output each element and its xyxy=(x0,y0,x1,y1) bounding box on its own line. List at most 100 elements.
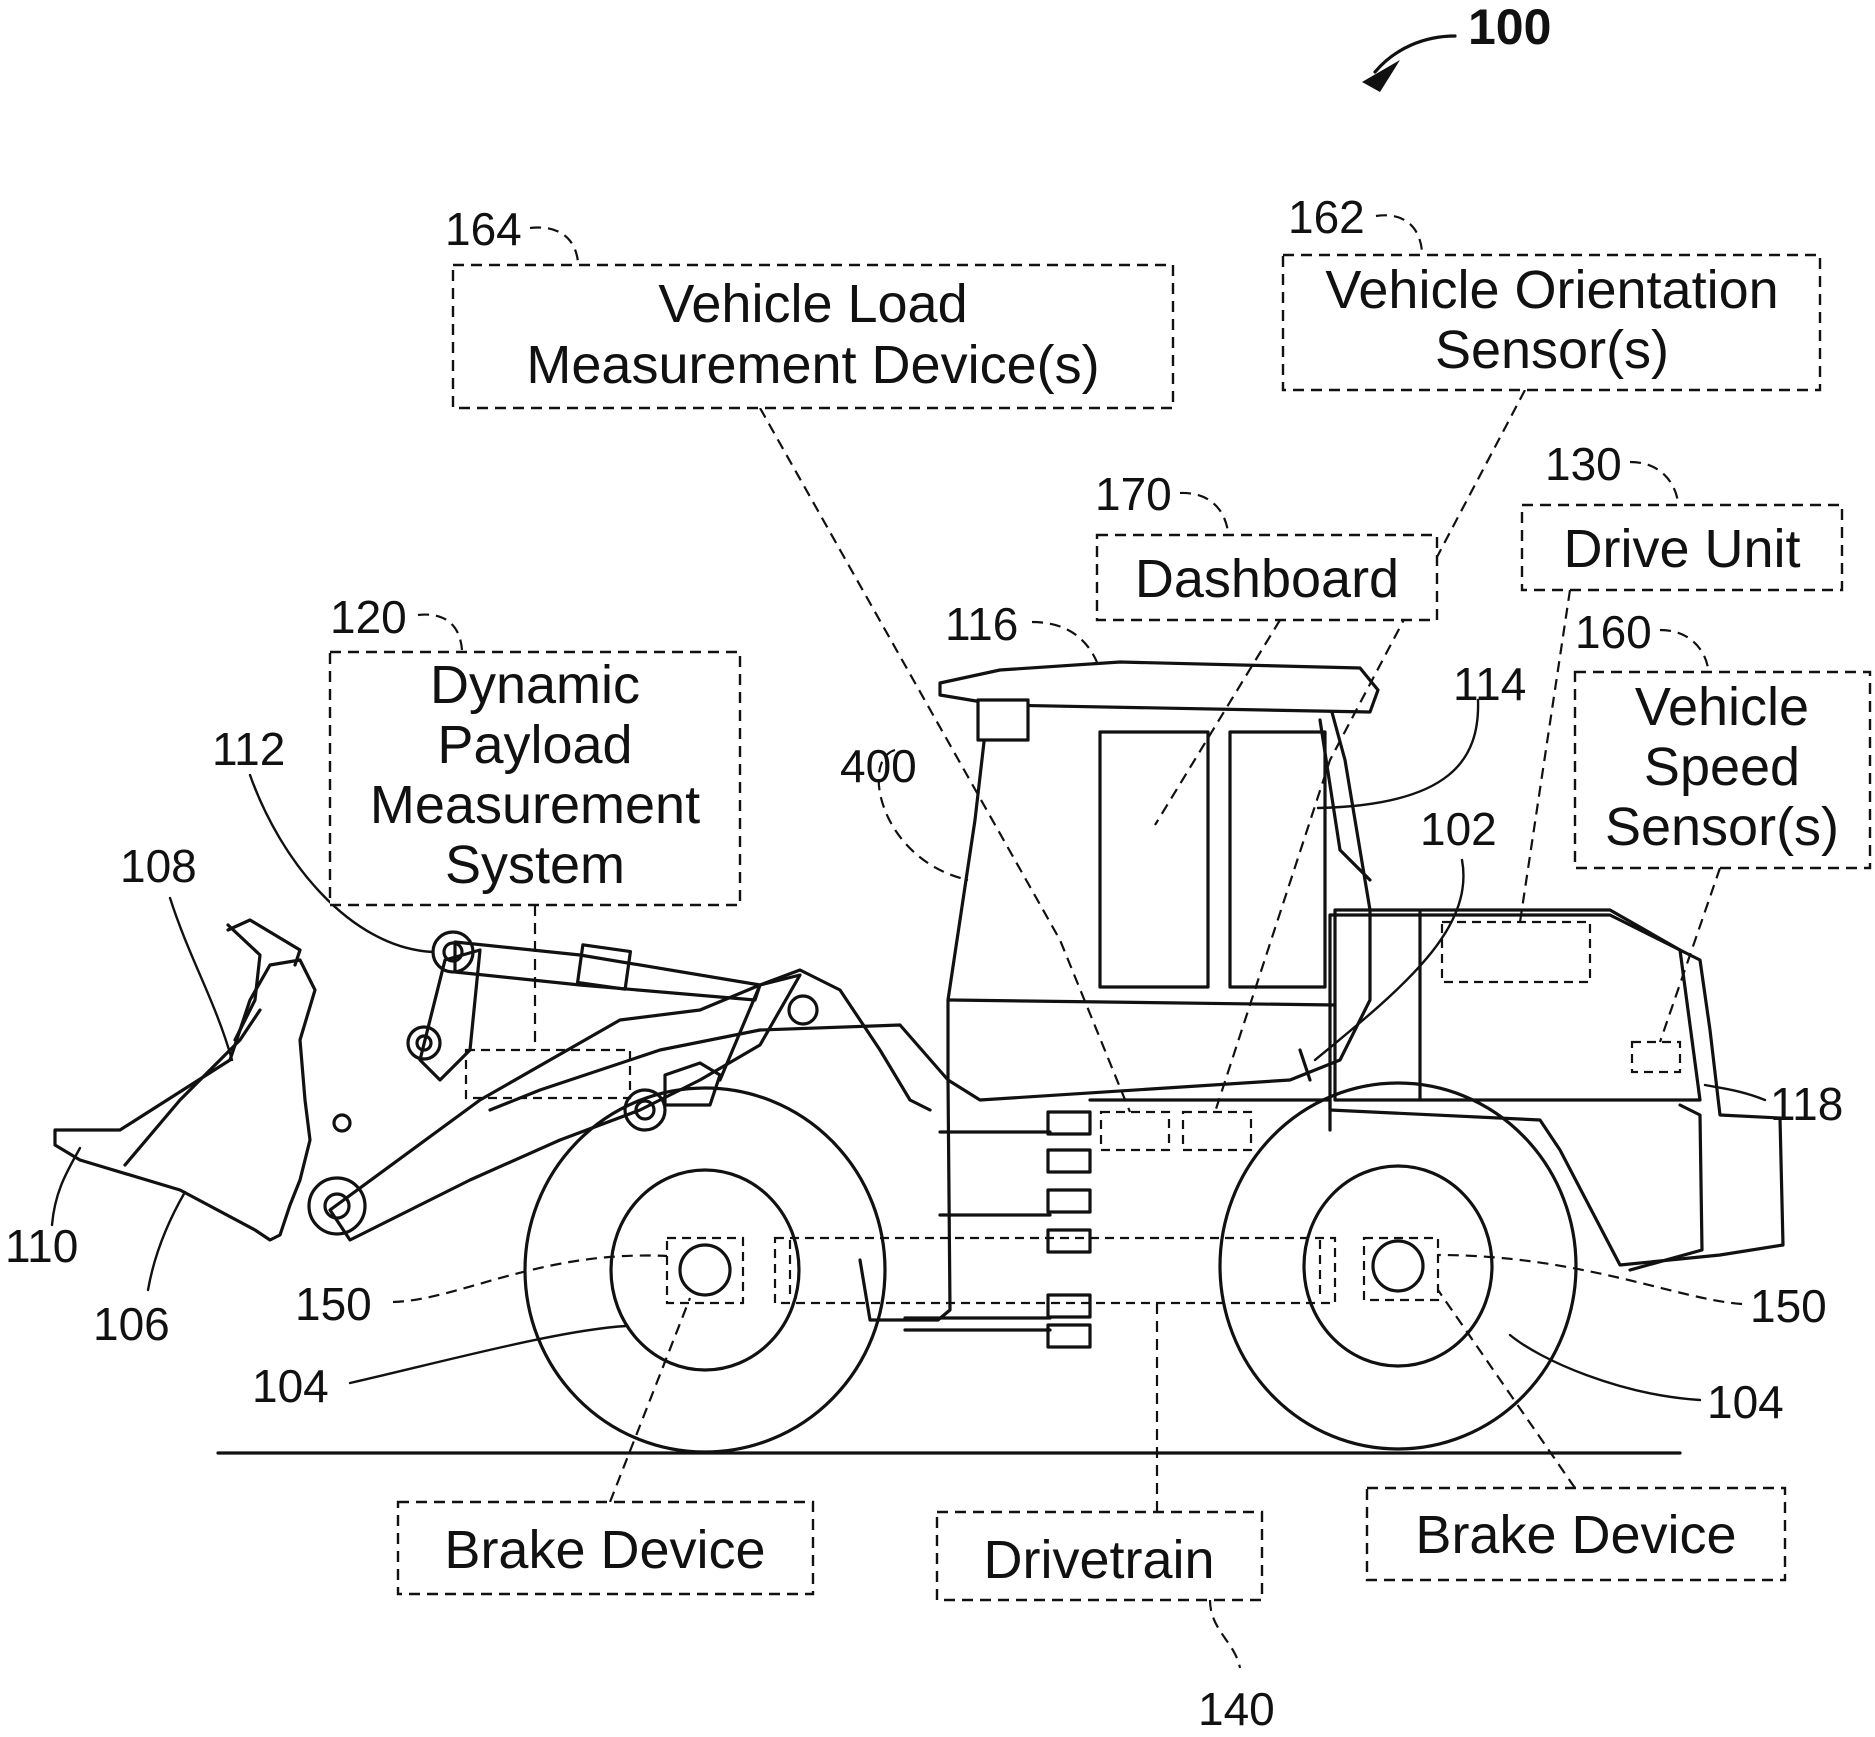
loader-arm xyxy=(330,975,800,1240)
link-pivot-1 xyxy=(433,932,473,972)
ref-108: 108 xyxy=(120,840,197,892)
leader-118 xyxy=(1705,1085,1765,1100)
leader-108 xyxy=(170,898,232,1060)
box-drivetrain: Drivetrain xyxy=(937,1512,1262,1600)
leader-dashboard xyxy=(1155,620,1280,825)
front-wheel xyxy=(525,1088,885,1452)
cab-window-front xyxy=(1100,732,1208,987)
figure-arrow xyxy=(1375,36,1455,72)
leader-104-right xyxy=(1510,1335,1700,1400)
leader-drive-unit xyxy=(1520,590,1570,922)
rear-tire-outer xyxy=(1220,1083,1576,1449)
load-device-unit xyxy=(1101,1112,1169,1150)
box-orientation-sensor: Vehicle Orientation Sensor(s) xyxy=(1283,255,1820,390)
box-drive-unit-label: Drive Unit xyxy=(1563,519,1800,579)
box-drive-unit: Drive Unit xyxy=(1522,505,1842,590)
bucket-back xyxy=(228,920,300,965)
rear-fender xyxy=(1330,915,1783,1265)
leader-162 xyxy=(1376,215,1422,252)
ref-104-right: 104 xyxy=(1707,1376,1784,1428)
box-speed-sensor-line1: Vehicle xyxy=(1635,677,1809,737)
leader-106 xyxy=(148,1192,185,1290)
drivetrain-shaft xyxy=(775,1238,1335,1303)
box-dashboard-label: Dashboard xyxy=(1135,549,1399,609)
ref-106: 106 xyxy=(93,1298,170,1350)
axle-block-2 xyxy=(1048,1150,1090,1172)
box-speed-sensor-line2: Speed xyxy=(1644,737,1800,797)
ref-114: 114 xyxy=(1453,658,1526,710)
cab-floor xyxy=(950,1000,1335,1005)
counterweight xyxy=(1630,1105,1702,1270)
axle-block-6 xyxy=(1048,1325,1090,1347)
speed-sensor-unit xyxy=(1632,1042,1680,1072)
ref-170: 170 xyxy=(1095,468,1172,520)
leader-120 xyxy=(418,615,462,650)
leader-164 xyxy=(530,227,578,262)
box-payload-system-line1: Dynamic xyxy=(430,655,640,715)
ref-120: 120 xyxy=(330,591,407,643)
box-payload-system-line4: System xyxy=(445,835,625,895)
rear-wheel xyxy=(1220,1083,1576,1449)
figure-number: 100 xyxy=(1468,0,1551,55)
figure-number-group: 100 xyxy=(1362,0,1551,92)
box-payload-system-line3: Measurement xyxy=(370,775,700,835)
ref-112: 112 xyxy=(212,723,285,775)
ref-162: 162 xyxy=(1288,191,1365,243)
ref-118: 118 xyxy=(1770,1078,1843,1130)
axle-block-3 xyxy=(1048,1190,1090,1212)
box-orientation-sensor-line2: Sensor(s) xyxy=(1435,320,1669,380)
ref-140: 140 xyxy=(1198,1683,1275,1735)
beacon xyxy=(978,700,1028,740)
ref-150-right: 150 xyxy=(1750,1280,1827,1332)
wheel-loader xyxy=(55,662,1783,1452)
bucket-pin xyxy=(334,1115,350,1131)
box-brake-left-label: Brake Device xyxy=(444,1520,765,1580)
cylinder-body xyxy=(578,945,631,989)
ref-150-left: 150 xyxy=(295,1278,372,1330)
ref-160: 160 xyxy=(1575,606,1652,658)
loader-tower xyxy=(720,970,930,1110)
ref-164: 164 xyxy=(445,203,522,255)
box-load-device-line2: Measurement Device(s) xyxy=(526,335,1099,395)
ref-400: 400 xyxy=(840,740,917,792)
leader-150-left xyxy=(393,1256,667,1302)
box-orientation-sensor-line1: Vehicle Orientation xyxy=(1325,260,1778,320)
tilt-link xyxy=(420,950,480,1080)
payload-unit xyxy=(466,1050,630,1098)
box-brake-right-label: Brake Device xyxy=(1415,1505,1736,1565)
axle-block-1 xyxy=(1048,1112,1090,1134)
rear-tire-inner xyxy=(1304,1166,1492,1366)
leader-170 xyxy=(1180,493,1228,532)
leader-160 xyxy=(1660,630,1708,668)
ref-116: 116 xyxy=(945,598,1018,650)
rear-hub xyxy=(1373,1241,1423,1291)
cab-frame xyxy=(948,690,1370,1100)
orientation-sensor-unit xyxy=(1183,1112,1251,1150)
front-tire-inner xyxy=(611,1170,799,1370)
box-brake-left: Brake Device xyxy=(398,1502,813,1594)
leader-110 xyxy=(52,1148,80,1225)
lift-cylinder xyxy=(455,942,760,1000)
box-load-device-line1: Vehicle Load xyxy=(658,274,967,334)
leader-brake-right xyxy=(1438,1290,1575,1488)
leader-150-right xyxy=(1438,1255,1742,1304)
axle-block-4 xyxy=(1048,1230,1090,1252)
drive-unit-component xyxy=(1442,922,1590,982)
box-brake-right: Brake Device xyxy=(1367,1488,1785,1580)
frame-rear-lower xyxy=(1090,1100,1330,1130)
cab-window-rear xyxy=(1230,732,1325,987)
ref-104-left: 104 xyxy=(252,1360,329,1412)
front-brake-box xyxy=(667,1238,743,1303)
box-drivetrain-label: Drivetrain xyxy=(983,1530,1214,1590)
front-hub xyxy=(680,1245,730,1295)
box-speed-sensor-line3: Sensor(s) xyxy=(1605,797,1839,857)
arm-pivot-1 xyxy=(789,996,817,1024)
ref-130: 130 xyxy=(1545,438,1622,490)
leader-140 xyxy=(1210,1600,1240,1668)
leader-130 xyxy=(1630,462,1678,502)
bucket-tip xyxy=(228,925,260,1040)
leader-104-left xyxy=(350,1326,626,1383)
bucket xyxy=(55,960,315,1240)
axle-block-5 xyxy=(1048,1295,1090,1317)
